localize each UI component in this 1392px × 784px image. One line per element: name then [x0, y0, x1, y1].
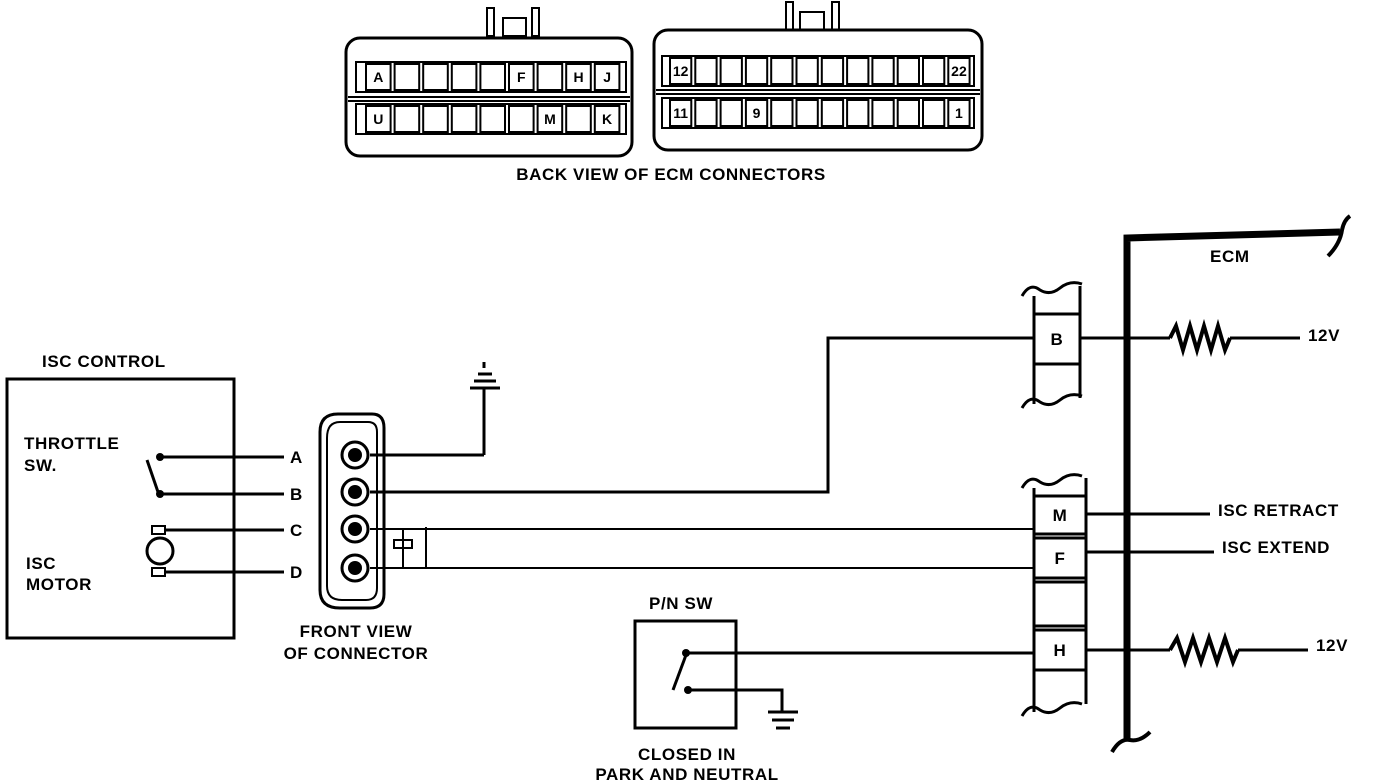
ecm-pin-cavity	[947, 57, 971, 85]
ecm-pin-f-label: F	[1055, 549, 1066, 568]
pin-label-b: B	[290, 485, 303, 504]
ecm-pin-cavity	[922, 57, 946, 85]
pn-switch-caption-2: PARK AND NEUTRAL	[595, 765, 778, 784]
pin-label-c: C	[290, 521, 303, 540]
ecm-pin-cavity	[450, 63, 478, 91]
ecm-boundary	[1110, 214, 1352, 754]
resistor-icon	[1168, 631, 1240, 669]
isc-control-title: ISC CONTROL	[42, 352, 166, 371]
ecm-pin-cavity	[846, 57, 870, 85]
motor-icon	[145, 525, 284, 577]
ecm-pin-cavity	[365, 105, 392, 133]
ecm-pin-cavity	[694, 99, 718, 127]
ecm-connector-block-lower: M F H	[1020, 473, 1088, 717]
ecm-pin-cavity	[744, 57, 769, 85]
ecm-label: ECM	[1210, 247, 1250, 266]
ecm-pin-cavity	[871, 99, 895, 127]
ecm-pin-cavity	[922, 99, 946, 127]
ecm-pin-cavity	[393, 105, 421, 133]
ecm-pin-cavity	[896, 99, 921, 127]
ecm-connector-right: 12 22 11 9 1	[652, 1, 984, 152]
ecm-pin-number: 12	[673, 63, 689, 79]
ecm-pin-cavity	[479, 63, 506, 91]
isc-control-box: ISC CONTROL THROTTLE SW. ISC MOTOR A B C…	[5, 352, 303, 640]
ecm-pin-cavity	[795, 57, 819, 85]
ecm-pin-number: K	[602, 111, 612, 127]
ecm-pin-cavity	[565, 105, 592, 133]
ecm-pin-number: H	[573, 69, 583, 85]
ecm-pin-cavity	[795, 99, 819, 127]
ecm-pin-cavity	[846, 99, 870, 127]
ecm-pin-cavity	[770, 57, 794, 85]
ecm-pin-cavity	[479, 105, 506, 133]
ecm-pin-b-label: B	[1051, 330, 1064, 349]
ecm-right-pin-grid: 12 22 11 9 1	[669, 57, 971, 127]
wire-pin-b-to-ecm-b	[370, 336, 1034, 494]
ecm-pin-cavity	[508, 63, 535, 91]
pn-switch-title: P/N SW	[649, 594, 713, 613]
pin-label-d: D	[290, 563, 303, 582]
ecm-pin-cavity	[744, 99, 769, 127]
ecm-pin-cavity	[820, 99, 845, 127]
isc-retract-label: ISC RETRACT	[1218, 501, 1339, 520]
ecm-pin-number: F	[517, 69, 526, 85]
resistor-icon	[1168, 318, 1232, 358]
pin-label-a: A	[290, 448, 303, 467]
ecm-connector-left: A F H J U M K	[344, 7, 634, 158]
switch-icon	[671, 649, 1034, 730]
ecm-pin-cavity	[450, 105, 478, 133]
ecm-pin-cavity	[719, 99, 743, 127]
ecm-pin-number: A	[373, 69, 383, 85]
ecm-left-pin-grid: A F H J U M K	[365, 63, 621, 133]
ecm-pin-cavity	[694, 57, 718, 85]
pn-switch-caption-1: CLOSED IN	[638, 745, 736, 764]
voltage-12v-lower: 12V	[1316, 636, 1348, 655]
ecm-pin-cavity	[422, 63, 449, 91]
ecm-pin-cavity	[896, 57, 921, 85]
ecm-pin-cavity	[393, 63, 421, 91]
isc-motor-label-2: MOTOR	[26, 575, 92, 594]
ecm-pin-cavity	[669, 57, 693, 85]
ecm-pin-h-label: H	[1054, 641, 1067, 660]
throttle-sw-label-1: THROTTLE	[24, 434, 119, 453]
ecm-pin-cavity	[593, 63, 621, 91]
ecm-pin-cavity	[719, 57, 743, 85]
ecm-pin-cavity	[820, 57, 845, 85]
front-view-connector	[318, 412, 427, 610]
ecm-pin-number: 1	[955, 105, 963, 121]
ecm-pin-cavity	[536, 105, 564, 133]
ecm-pin-number: U	[373, 111, 383, 127]
pn-switch-box	[633, 619, 738, 730]
throttle-sw-label-2: SW.	[24, 456, 57, 475]
ecm-connectors-caption: BACK VIEW OF ECM CONNECTORS	[516, 165, 826, 184]
ecm-pin-number: 22	[951, 63, 967, 79]
ecm-pin-cavity	[508, 105, 535, 133]
ecm-pin-cavity	[565, 63, 592, 91]
throttle-switch-icon	[145, 453, 284, 498]
ecm-pin-m-label: M	[1053, 506, 1068, 525]
front-view-caption-2: OF CONNECTOR	[284, 644, 429, 663]
ground-symbol-icon	[370, 362, 500, 457]
voltage-12v-upper: 12V	[1308, 326, 1340, 345]
front-view-caption-1: FRONT VIEW	[300, 622, 413, 641]
ecm-pin-cavity	[365, 63, 392, 91]
ecm-pin-number: J	[603, 69, 611, 85]
ecm-pin-cavity	[422, 105, 449, 133]
ecm-internal-wiring	[1080, 336, 1308, 652]
ecm-pin-cavity	[947, 99, 971, 127]
ecm-connector-block-upper: B	[1020, 281, 1083, 409]
isc-extend-label: ISC EXTEND	[1222, 538, 1330, 557]
ecm-pin-number: M	[544, 111, 556, 127]
ecm-pin-cavity	[871, 57, 895, 85]
ecm-pin-number: 9	[753, 105, 761, 121]
ecm-pin-number: 11	[673, 105, 688, 121]
isc-motor-label-1: ISC	[26, 554, 56, 573]
ecm-pin-cavity	[593, 105, 621, 133]
ecm-pin-cavity	[770, 99, 794, 127]
ecm-pin-cavity	[536, 63, 564, 91]
ecm-pin-cavity	[669, 99, 693, 127]
